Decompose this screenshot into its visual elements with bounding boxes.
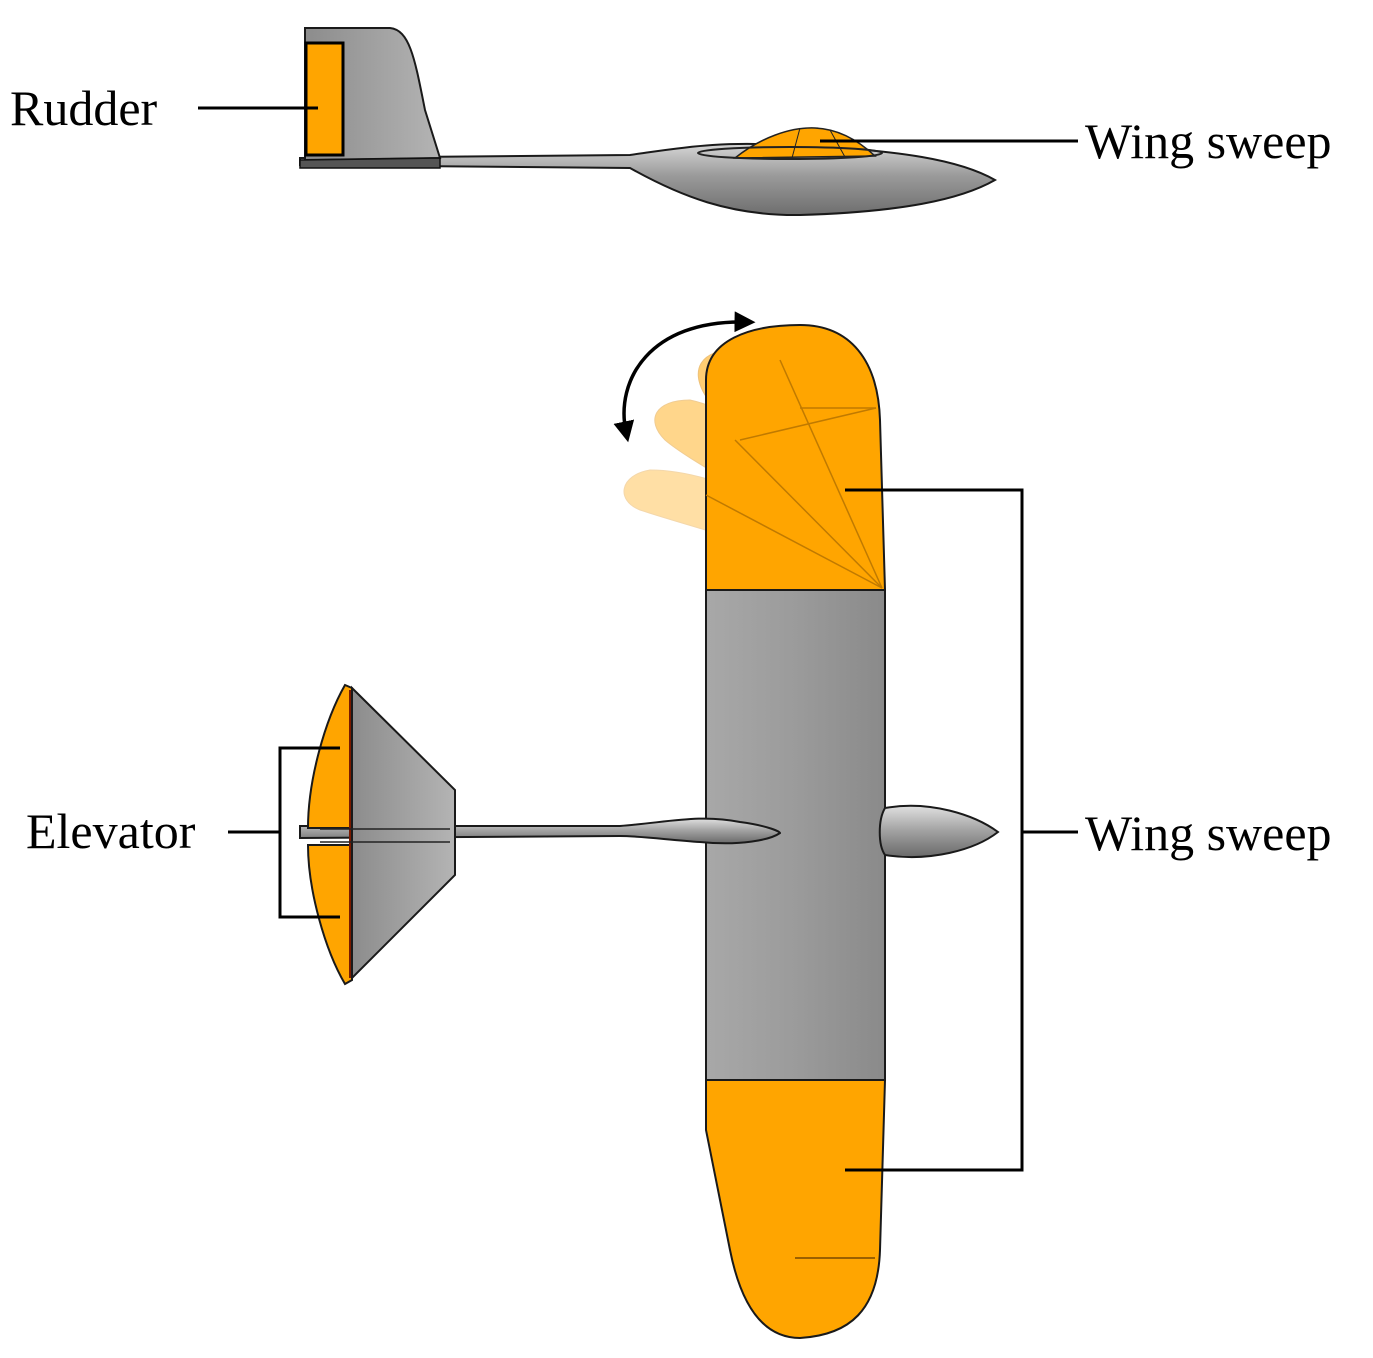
side-wing-mount	[697, 146, 883, 160]
wing-sweep-top-label: Wing sweep	[1085, 805, 1332, 861]
horizontal-stabilizer	[351, 685, 456, 981]
side-wing-dome	[732, 127, 877, 159]
rudder-surface	[304, 41, 345, 157]
rudder-label: Rudder	[10, 80, 158, 136]
side-fuselage-boom	[299, 142, 998, 217]
elevator-label: Elevator	[26, 803, 196, 859]
side-tail-base	[299, 157, 441, 169]
curved-double-arrow-icon	[613, 311, 756, 443]
upper-wing-tip	[705, 323, 887, 591]
wing-sweep-lines	[705, 359, 883, 589]
top-view	[299, 323, 1000, 1340]
nose-pod	[878, 804, 1000, 858]
elevator-lower	[306, 844, 353, 986]
elevator-upper	[306, 683, 353, 829]
wing-sweep-side-label: Wing sweep	[1085, 113, 1332, 169]
side-view	[299, 27, 998, 217]
lower-wing-tip	[705, 1079, 887, 1340]
